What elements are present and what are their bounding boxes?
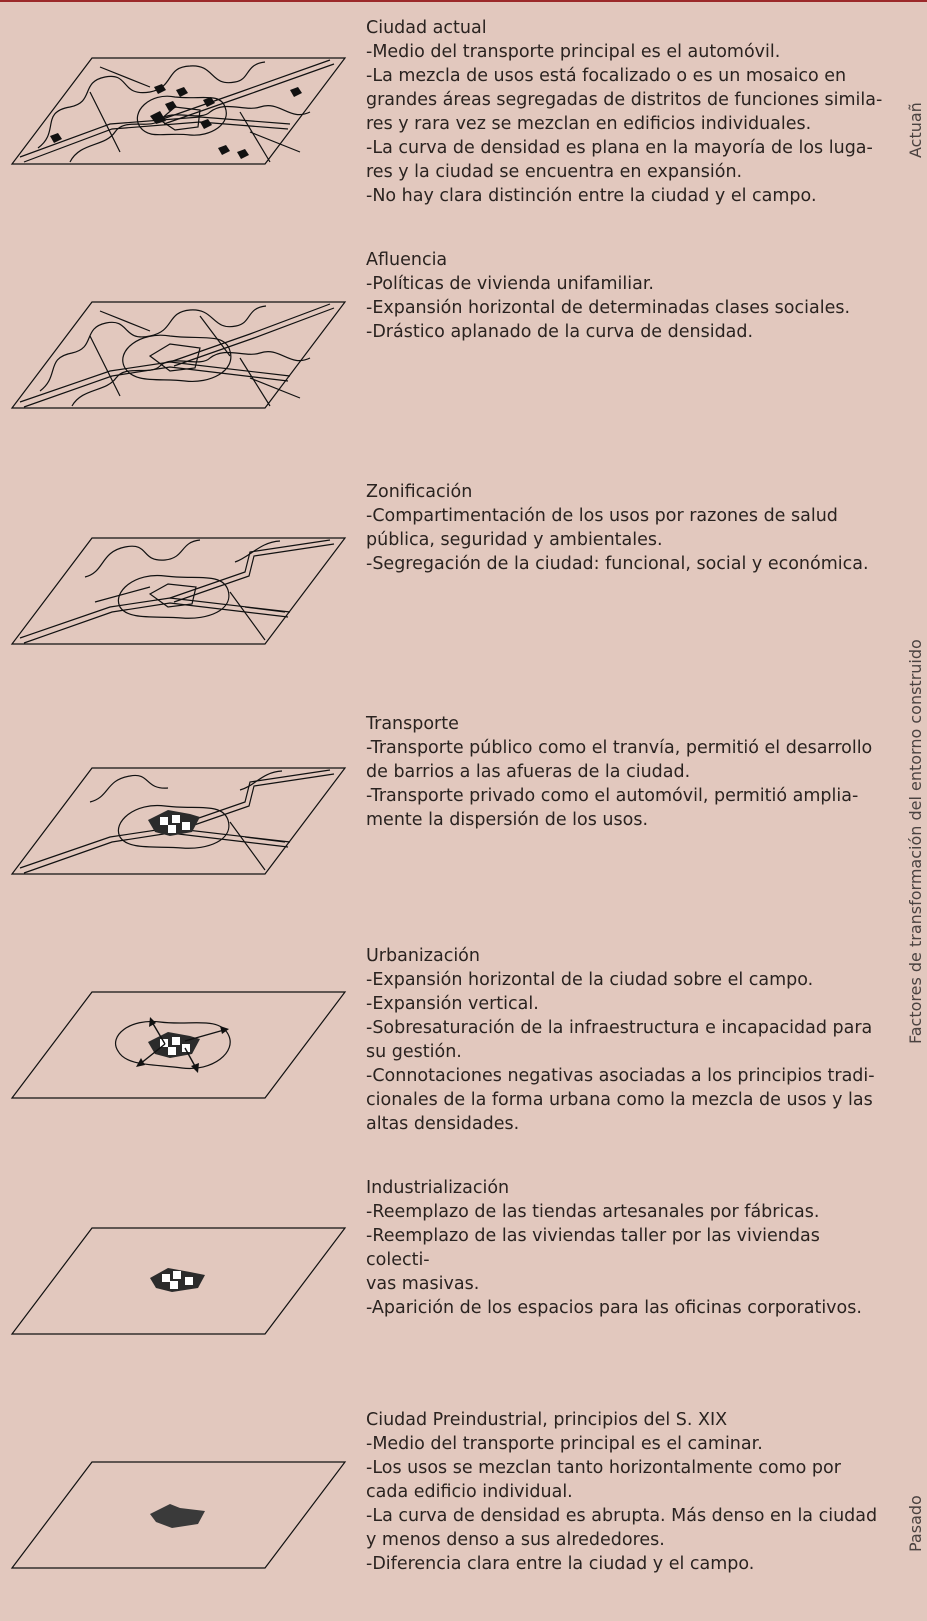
stage-line: -Reemplazo de las viviendas taller por l… [366,1226,820,1270]
stage-line: -Expansión vertical. [366,994,539,1014]
stage-line: -Compartimentación de los usos por razon… [366,506,838,526]
top-rule [0,0,927,2]
text-afluencia: Afluencia -Políticas de vivienda unifami… [366,248,886,344]
diagram-industrializacion [0,1222,350,1342]
stage-line: -La curva de densidad es abrupta. Más de… [366,1506,878,1526]
stage-line: -Drástico aplanado de la curva de densid… [366,322,754,342]
stage-title: Ciudad Preindustrial, principios del S. … [366,1410,728,1430]
side-label-factores: Factores de transformación del entorno c… [906,639,925,1044]
stage-line: -Connotaciones negativas asociadas a los… [366,1066,875,1086]
stage-line: y menos denso a sus alrededores. [366,1530,665,1550]
stage-title: Urbanización [366,946,480,966]
stage-line: -Aparición de los espacios para las ofic… [366,1298,862,1318]
stage-line: pública, seguridad y ambientales. [366,530,663,550]
stage-line: -Políticas de vivienda unifamiliar. [366,274,654,294]
stage-title: Ciudad actual [366,18,487,38]
diagram-urbanizacion [0,986,350,1106]
stage-line: -Reemplazo de las tiendas artesanales po… [366,1202,820,1222]
side-label-pasado: Pasado [906,1495,925,1552]
stage-line: -Expansión horizontal de determinadas cl… [366,298,851,318]
text-industrializacion: Industrialización -Reemplazo de las tien… [366,1176,886,1320]
text-transporte: Transporte -Transporte público como el t… [366,712,886,832]
diagram-transporte [0,762,350,882]
stage-title: Transporte [366,714,459,734]
stage-line: -Medio del transporte principal es el au… [366,42,781,62]
stage-title: Afluencia [366,250,448,270]
stage-line: -Transporte privado como el automóvil, p… [366,786,859,806]
stage-title: Zonificación [366,482,473,502]
stage-line: cada edificio individual. [366,1482,573,1502]
stage-line: mente la dispersión de los usos. [366,810,649,830]
stage-line: -Medio del transporte principal es el ca… [366,1434,763,1454]
stage-line: su gestión. [366,1042,462,1062]
stage-line: res y rara vez se mezclan en edificios i… [366,114,812,134]
stage-line: -La curva de densidad es plana en la may… [366,138,873,158]
stage-line: -Sobresaturación de la infraestructura e… [366,1018,873,1038]
text-ciudad-preindustrial: Ciudad Preindustrial, principios del S. … [366,1408,886,1576]
stage-line: altas densidades. [366,1114,520,1134]
stage-line: -Diferencia clara entre la ciudad y el c… [366,1554,755,1574]
stage-title: Industrialización [366,1178,510,1198]
stage-line: de barrios a las afueras de la ciudad. [366,762,691,782]
stage-line: vas masivas. [366,1274,480,1294]
diagram-ciudad-actual [0,52,350,172]
stage-line: cionales de la forma urbana como la mezc… [366,1090,873,1110]
stage-line: res y la ciudad se encuentra en expansió… [366,162,743,182]
stage-line: -Expansión horizontal de la ciudad sobre… [366,970,814,990]
stage-line: -Segregación de la ciudad: funcional, so… [366,554,869,574]
text-zonificacion: Zonificación -Compartimentación de los u… [366,480,886,576]
diagram-zonificacion [0,532,350,652]
diagram-afluencia [0,296,350,416]
text-urbanizacion: Urbanización -Expansión horizontal de la… [366,944,886,1136]
stage-line: grandes áreas segregadas de distritos de… [366,90,883,110]
text-ciudad-actual: Ciudad actual -Medio del transporte prin… [366,16,886,208]
stage-line: -Transporte público como el tranvía, per… [366,738,873,758]
stage-line: -La mezcla de usos está focalizado o es … [366,66,847,86]
diagram-ciudad-preindustrial [0,1456,350,1576]
side-label-actual: Actuañ [906,102,925,158]
stage-line: -Los usos se mezclan tanto horizontalmen… [366,1458,841,1478]
stage-line: -No hay clara distinción entre la ciudad… [366,186,817,206]
